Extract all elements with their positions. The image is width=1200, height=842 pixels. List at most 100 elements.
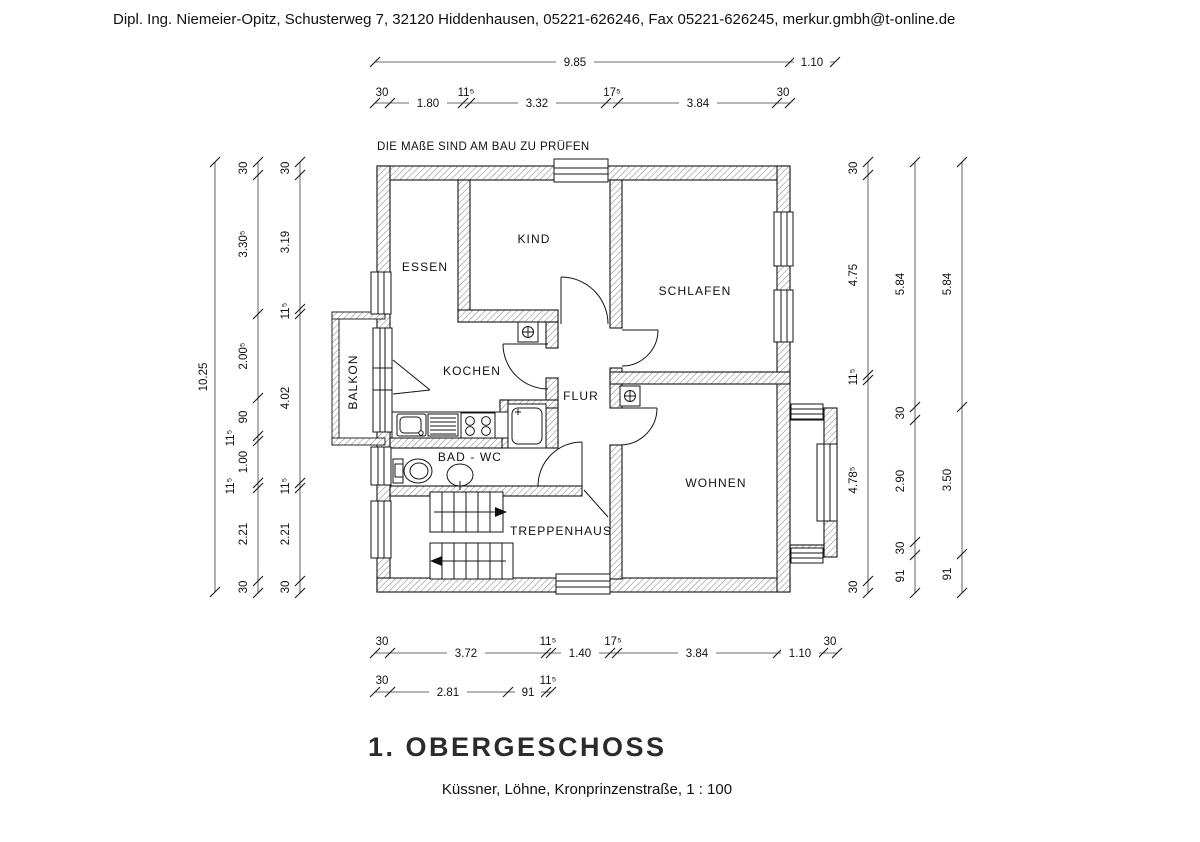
dim-label: 17⁵	[604, 636, 622, 648]
dims-right: 30 4.75 11⁵ 4.78⁵ 30 5.84 30 2.90 30 91 …	[848, 162, 954, 594]
dim-label: 30	[238, 581, 250, 594]
stair-headroom-line	[583, 489, 609, 518]
window-schlafen-1	[773, 211, 794, 267]
dim-label: 2.90	[895, 470, 907, 492]
window-schlafen-2	[773, 289, 794, 343]
dim-label: 1.40	[569, 648, 591, 660]
window-bay-right	[816, 443, 838, 522]
dim-label: 11⁵	[458, 87, 475, 99]
door-kochen	[502, 343, 549, 390]
dim-label: 90	[238, 411, 250, 424]
doors-layer	[392, 276, 659, 518]
dim-label: 30	[376, 87, 389, 99]
door-kind	[560, 276, 609, 325]
balcony-door-window	[372, 327, 393, 433]
dim-label: 4.78⁵	[848, 466, 860, 493]
dim-label: 11⁵	[280, 302, 292, 319]
wall-essen-kind	[457, 179, 471, 323]
balcony-wall-left	[331, 311, 340, 446]
room-label-wohnen: WOHNEN	[685, 476, 746, 490]
dim-label: 91	[522, 687, 535, 699]
dims-bottom: 30 11⁵ 17⁵ 30 3.72 1.40 3.84 1.10 30 11⁵…	[376, 636, 837, 699]
dim-label: 30	[848, 581, 860, 594]
window-treppenhaus-west	[370, 500, 392, 559]
dim-label: 3.72	[455, 648, 477, 660]
dim-label: 30	[280, 581, 292, 594]
dims-left: 10.25 30 3.30⁵ 2.00⁵ 90 11⁵ 1.00 11⁵ 2.2…	[198, 162, 292, 594]
wall-bad-north	[389, 437, 503, 449]
dim-label: 10.25	[198, 363, 210, 392]
stair-arrow-down	[430, 556, 442, 566]
room-label-schlafen: SCHLAFEN	[659, 284, 732, 298]
outlet-symbol-wohnen	[619, 385, 641, 407]
dim-label: 11⁵	[540, 675, 557, 687]
windows-layer	[370, 158, 838, 595]
dim-label: 3.84	[687, 98, 710, 110]
dim-label: 3.32	[526, 98, 548, 110]
dim-label: 2.00⁵	[238, 342, 250, 369]
dim-label: 2.21	[238, 523, 250, 545]
toilet	[392, 458, 433, 484]
dim-label: 91	[942, 568, 954, 581]
letterhead: Dipl. Ing. Niemeier-Opitz, Schusterweg 7…	[113, 11, 955, 28]
dim-label: 30	[895, 407, 907, 420]
dim-label: 1.80	[417, 98, 439, 110]
balcony-wall-top	[331, 311, 386, 320]
dim-label: 5.84	[942, 272, 954, 295]
door-wohnen	[619, 407, 658, 446]
drawing-title: 1. OBERGESCHOSS	[368, 732, 667, 762]
dim-label: 30	[280, 162, 292, 175]
dim-label: 3.30⁵	[238, 230, 250, 257]
dim-label: 30	[824, 636, 837, 648]
window-bad	[370, 446, 392, 486]
window-bay-bottom	[790, 547, 824, 564]
stove	[460, 412, 496, 439]
wall-kind-south	[457, 309, 559, 323]
wall-trep-wohnen	[609, 444, 623, 580]
room-label-essen: ESSEN	[402, 260, 448, 274]
door-bad	[537, 441, 583, 487]
dim-label: 5.84	[895, 272, 907, 295]
dim-label: 91	[895, 570, 907, 583]
wash-basin	[446, 463, 474, 490]
dim-label: 30	[777, 87, 790, 99]
dim-label: 30	[895, 542, 907, 555]
dims-top: 9.85 1.10 30 11⁵ 17⁵ 30 1.80 3.32 3.84	[376, 57, 824, 110]
dim-label: 2.81	[437, 687, 459, 699]
drawing-subtitle: Küssner, Löhne, Kronprinzenstraße, 1 : 1…	[442, 781, 732, 798]
room-label-treppenhaus: TREPPENHAUS	[510, 524, 612, 538]
balcony-wall-bottom	[331, 437, 386, 446]
outlet-symbol-flur	[517, 321, 539, 343]
room-label-kind: KIND	[517, 232, 550, 246]
room-label-balkon: BALKON	[346, 354, 360, 409]
room-label-bad: BAD - WC	[438, 450, 502, 464]
room-label-kochen: KOCHEN	[443, 364, 501, 378]
dim-label: 11⁵	[225, 429, 237, 446]
dim-label: 11⁵	[848, 368, 860, 385]
dim-label: 1.10	[789, 648, 811, 660]
room-label-flur: FLUR	[563, 389, 599, 403]
stair-arrow-up	[495, 507, 507, 517]
dim-label: 30	[376, 675, 389, 687]
window-treppenhaus-south	[555, 573, 611, 595]
kitchen-drainboard	[427, 413, 459, 437]
dim-label: 30	[376, 636, 389, 648]
stairs	[429, 491, 514, 580]
wall-stub-flur	[545, 321, 559, 349]
dim-label: 2.21	[280, 523, 292, 545]
dim-label: 3.50	[942, 469, 954, 491]
measure-note: DIE MAßE SIND AM BAU ZU PRÜFEN	[377, 141, 590, 153]
window-kind-top	[553, 158, 609, 183]
dimension-label-masks	[409, 54, 830, 700]
dim-label: 1.00	[238, 451, 250, 473]
dim-label: 17⁵	[603, 87, 621, 99]
window-essen	[370, 271, 392, 315]
room-labels: ESSEN KIND SCHLAFEN KOCHEN FLUR BAD - WC…	[346, 232, 746, 538]
dim-label: 30	[238, 162, 250, 175]
dim-label: 30	[848, 162, 860, 175]
kitchen-sink	[396, 413, 427, 437]
door-schlafen	[621, 329, 659, 367]
dim-label: 1.10	[801, 57, 823, 69]
